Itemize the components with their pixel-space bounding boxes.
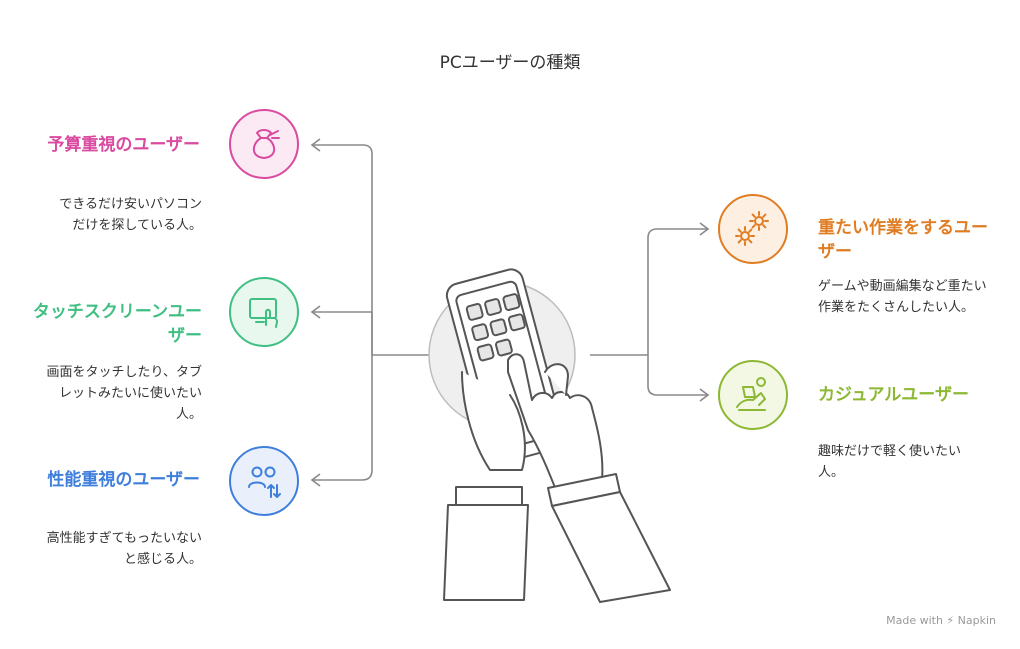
connector-performance <box>312 355 373 481</box>
touch-user-label: タッチスクリーンユーザー <box>32 302 202 346</box>
right-connectors <box>590 222 710 402</box>
connector-heavy <box>590 228 708 356</box>
performance-user-icon-circle <box>229 446 299 516</box>
casual-user-label: カジュアルユーザー <box>818 385 969 405</box>
money-bag-icon <box>252 129 280 159</box>
connector-budget <box>312 144 430 356</box>
touch-screen-icon <box>249 298 278 328</box>
arrow-casual <box>699 388 710 402</box>
connector-touch <box>312 311 373 355</box>
arrow-heavy <box>699 222 710 236</box>
heavy-user-label: 重たい作業をするユーザー <box>818 218 988 262</box>
hand-holding-phone-icon <box>428 268 671 603</box>
heavy-user-icon-circle <box>718 194 788 264</box>
arrow-budget <box>310 138 321 152</box>
connector-casual <box>647 355 708 396</box>
budget-user-description: できるだけ安いパソコンだけを探している人。 <box>59 197 202 233</box>
left-connectors <box>310 138 430 487</box>
casual-user-description: 趣味だけで軽く使いたい人。 <box>818 444 962 480</box>
budget-user-icon-circle <box>229 109 299 179</box>
arrow-performance <box>310 473 321 487</box>
casual-user-icon-circle <box>718 360 788 430</box>
touch-user-description: 画面をタッチしたり、タブレットみたいに使いたい人。 <box>46 365 202 422</box>
users-exchange-icon <box>248 466 281 498</box>
gears-icon <box>735 211 769 246</box>
performance-user-description: 高性能すぎてもったいないと感じる人。 <box>46 531 202 567</box>
performance-user-label: 性能重視のユーザー <box>47 470 200 490</box>
heavy-user-description: ゲームや動画編集など重たい作業をたくさんしたい人。 <box>818 279 987 315</box>
napkin-watermark: Made with ⚡ Napkin <box>886 614 996 627</box>
budget-user-label: 予算重視のユーザー <box>47 135 200 155</box>
relaxing-laptop-icon <box>736 377 766 411</box>
touch-user-icon-circle <box>229 277 299 347</box>
diagram-title: PCユーザーの種類 <box>439 53 581 73</box>
arrow-touch <box>310 305 321 319</box>
